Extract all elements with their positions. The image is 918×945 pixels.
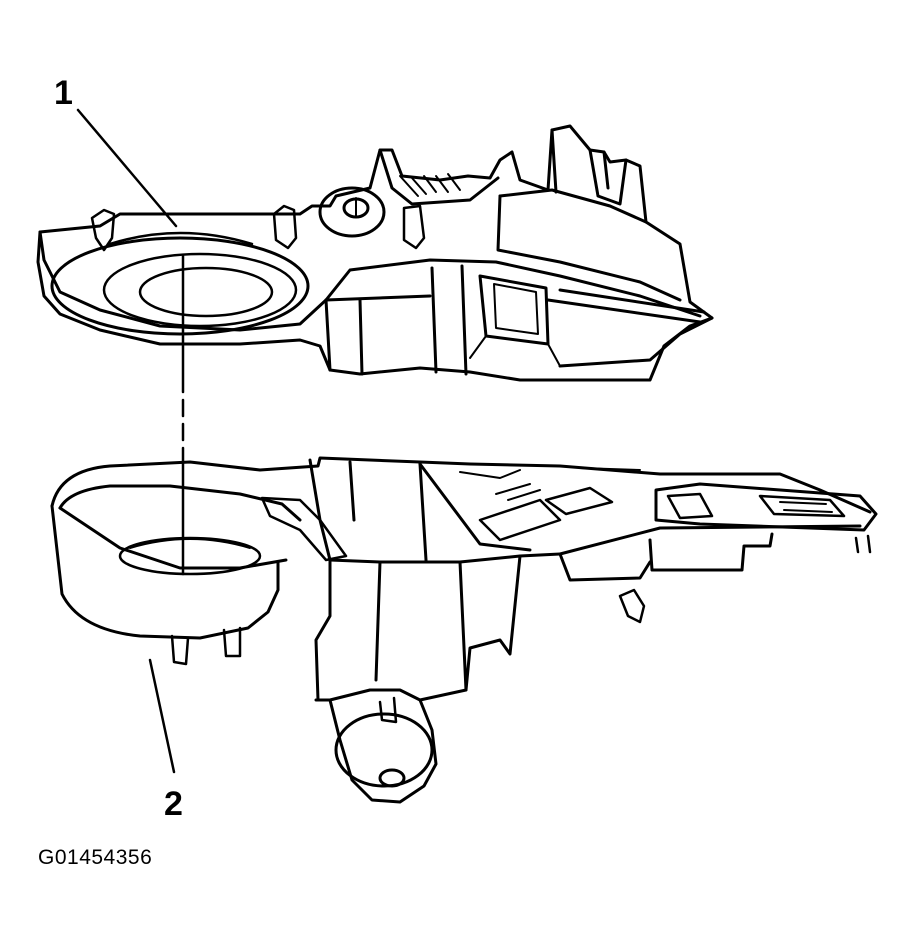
upper-case-housing [36, 124, 714, 382]
leader-line-1 [76, 108, 178, 228]
lower-case-housing [50, 456, 878, 804]
callout-2: 2 [164, 785, 183, 823]
callout-1: 1 [54, 74, 73, 112]
leader-line-2 [148, 658, 176, 774]
figure-id-label: G01454356 [38, 846, 153, 869]
